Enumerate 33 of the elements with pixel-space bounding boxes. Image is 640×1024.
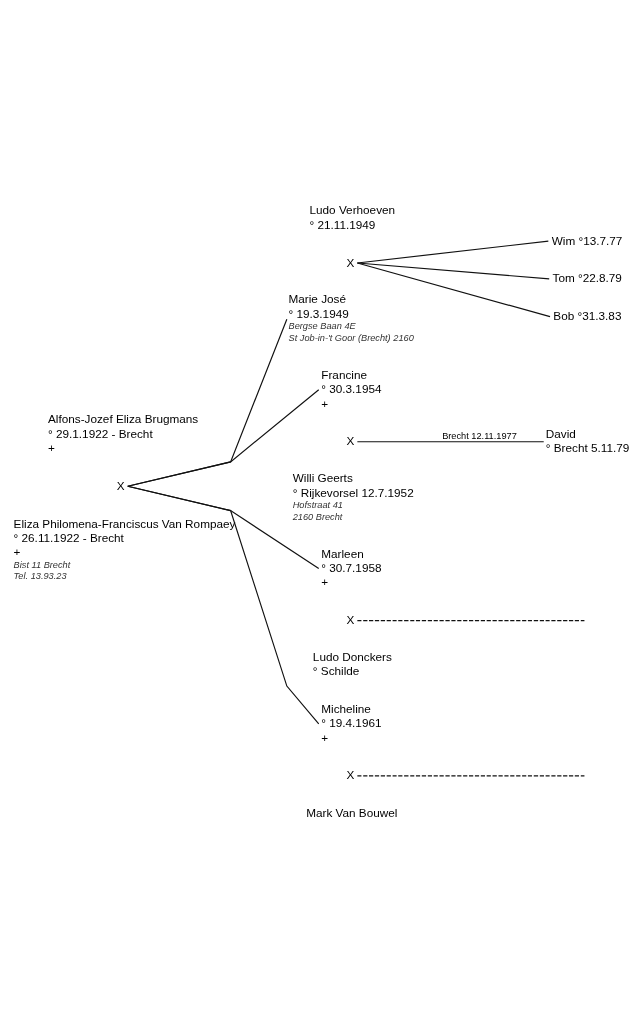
node-text: Tom °22.8.79	[552, 270, 622, 284]
node-text: Alfons-Jozef Eliza Brugmans ° 29.1.1922 - Brecht +	[48, 411, 199, 454]
node-text: Ludo Donckers ° Schilde	[312, 649, 392, 677]
connector	[356, 261, 551, 317]
node-text: X	[346, 433, 355, 447]
node-text: Eliza Philomena-Franciscus Van Rompaey ° 26.11.1922 - Brecht +	[13, 516, 236, 558]
node-label: St Job-in-'t Goor (Brecht) 2160	[288, 332, 414, 343]
node-text: Francine ° 30.3.1954 +	[321, 367, 382, 410]
node-text: Wim °13.7.77	[551, 233, 623, 247]
connector	[127, 388, 320, 487]
connector	[356, 261, 550, 279]
node-label: Tel. 13.93.23	[13, 570, 67, 581]
node-label: Bist 11 Brecht	[13, 559, 71, 570]
node-text: Marie José ° 19.3.1949	[288, 291, 349, 320]
node-text: Marleen ° 30.7.1958 +	[321, 546, 382, 588]
connector	[127, 485, 320, 724]
connector	[356, 440, 545, 442]
node-text: Willi Geerts ° Rijkevorsel 12.7.1952	[292, 470, 414, 499]
node-text: X	[346, 612, 355, 626]
node-label: Hofstraat 41	[292, 499, 343, 510]
node-text: Mark Van Bouwel	[306, 805, 398, 819]
node-text: X	[116, 478, 125, 492]
node-text: Micheline ° 19.4.1961 +	[321, 701, 382, 744]
connector	[356, 619, 586, 621]
node-label: 2160 Brecht	[292, 511, 343, 522]
node-text: X	[346, 254, 355, 268]
node-text: X	[346, 767, 355, 781]
edge-label: Brecht 12.11.1977	[442, 430, 517, 441]
connector	[356, 774, 586, 776]
node-text: Bob °31.3.83	[553, 308, 622, 322]
node-label: Bergse Baan 4E	[288, 320, 356, 331]
node-text: David ° Brecht 5.11.79	[545, 426, 630, 454]
node-text: Ludo Verhoeven ° 21.11.1949	[309, 202, 396, 231]
